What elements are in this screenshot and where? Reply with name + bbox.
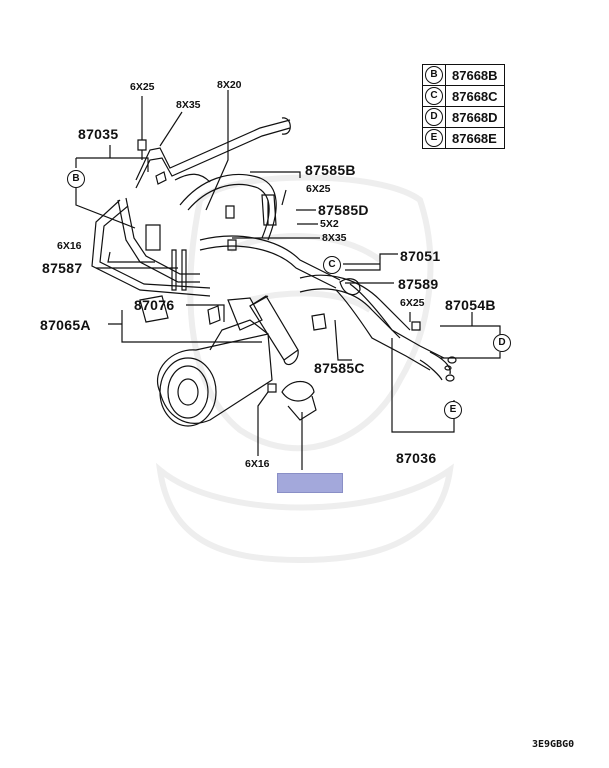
callout-e[interactable]: E	[444, 401, 462, 419]
callout-d[interactable]: D	[493, 334, 511, 352]
bolt-8x20-label[interactable]: 8X20	[217, 79, 242, 91]
line-art	[75, 90, 501, 470]
screw-5x2-label[interactable]: 5X2	[320, 218, 339, 230]
watermark-emblem	[155, 174, 454, 564]
callout-d-badge: D	[425, 108, 443, 126]
callout-b[interactable]: B	[67, 170, 85, 188]
part-87585c-label[interactable]: 87585C	[314, 360, 365, 376]
callout-b-badge: B	[425, 66, 443, 84]
bolt-6x25-top-label[interactable]: 6X25	[130, 81, 155, 93]
legend-part-number[interactable]: 87668C	[445, 85, 505, 107]
bolt-8x35-top-label[interactable]: 8X35	[176, 99, 201, 111]
bolt-8x35-mid-label[interactable]: 8X35	[322, 232, 347, 244]
bolt-6x25-mid-label[interactable]: 6X25	[306, 183, 331, 195]
part-87076-label[interactable]: 87076	[134, 297, 175, 313]
legend-part-number[interactable]: 87668E	[445, 127, 505, 149]
legend-table: B 87668B C 87668C D 87668D E 87668E	[422, 64, 505, 149]
part-87585d-label[interactable]: 87585D	[318, 202, 369, 218]
diagram-code: 3E9GBG0	[532, 739, 575, 750]
bolt-6x16-bottom-label[interactable]: 6X16	[245, 458, 270, 470]
part-87051-label[interactable]: 87051	[400, 248, 441, 264]
bolt-6x25-right-label[interactable]: 6X25	[400, 297, 425, 309]
highlighted-part-label[interactable]	[277, 473, 343, 493]
part-87054b-label[interactable]: 87054B	[445, 297, 496, 313]
bolt-6x16-left-label[interactable]: 6X16	[57, 240, 82, 252]
legend-part-number[interactable]: 87668D	[445, 106, 505, 128]
part-87065a-label[interactable]: 87065A	[40, 317, 91, 333]
legend-row: B 87668B	[422, 64, 505, 86]
legend-part-number[interactable]: 87668B	[445, 64, 505, 86]
legend-row: C 87668C	[422, 85, 505, 107]
legend-row: D 87668D	[422, 106, 505, 128]
part-87035-label[interactable]: 87035	[78, 126, 119, 142]
part-87036-label[interactable]: 87036	[396, 450, 437, 466]
legend-row: E 87668E	[422, 127, 505, 149]
callout-e-badge: E	[425, 129, 443, 147]
part-87589-label[interactable]: 87589	[398, 276, 439, 292]
callout-c-badge: C	[425, 87, 443, 105]
part-87585b-label[interactable]: 87585B	[305, 162, 356, 178]
part-87587-label[interactable]: 87587	[42, 260, 83, 276]
callout-c[interactable]: C	[323, 256, 341, 274]
